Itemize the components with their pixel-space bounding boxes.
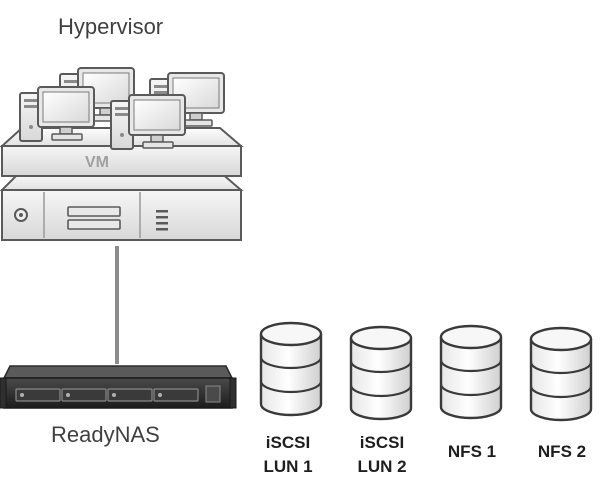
storage-label-line1: NFS 1 xyxy=(447,442,497,461)
storage-label-line1: iSCSI xyxy=(359,433,405,452)
database-icon xyxy=(529,326,593,422)
storage-label-line1: iSCSI xyxy=(265,433,311,452)
storage-label-iscsi-lun-1: iSCSI LUN 1 xyxy=(248,431,328,479)
vm-label: VM xyxy=(85,154,109,171)
storage-label-line1: NFS 2 xyxy=(537,442,587,461)
database-icon xyxy=(439,324,503,420)
storage-label-line2: LUN 1 xyxy=(263,457,313,476)
database-icon xyxy=(349,325,413,421)
storage-label-nfs-1: NFS 1 xyxy=(432,440,512,464)
storage-label-line2: LUN 2 xyxy=(357,457,407,476)
storage-label-nfs-2: NFS 2 xyxy=(522,440,602,464)
database-icon xyxy=(259,321,323,417)
hypervisor-server xyxy=(0,171,244,241)
storage-label-iscsi-lun-2: iSCSI LUN 2 xyxy=(342,431,422,479)
readynas-label: ReadyNAS xyxy=(51,422,160,447)
hypervisor-label: Hypervisor xyxy=(58,14,164,39)
readynas-device xyxy=(0,365,237,409)
